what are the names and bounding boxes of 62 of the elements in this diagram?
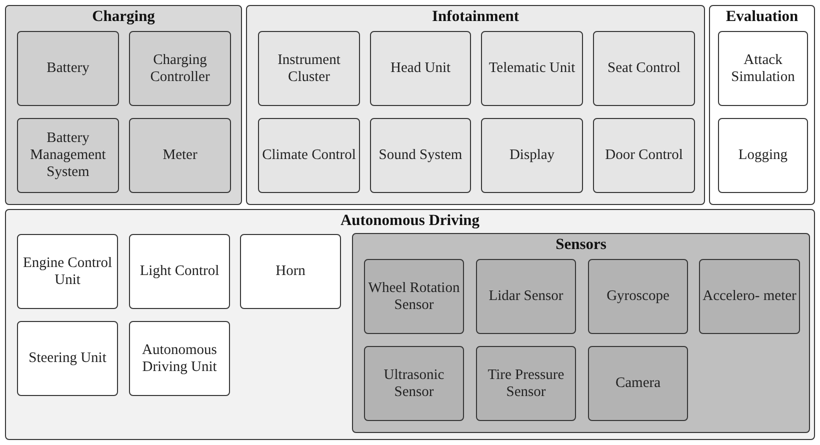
component-label: Meter [162,147,198,164]
component-label: Battery Management System [29,130,107,181]
component-box [699,259,800,334]
component-box [129,118,231,193]
component-box [364,346,464,421]
component-box [593,118,695,193]
component-label: Tire Pressure Sensor [486,366,566,400]
component-label: Accelero- meter [702,288,796,305]
component-box [588,259,688,334]
component-box [17,321,118,396]
group-panel [709,5,815,205]
component-label: Camera [615,375,661,392]
component-label: Logging [738,147,788,164]
component-label: Wheel Rotation Sensor [367,280,461,314]
group-title: Charging [91,8,156,26]
component-box [258,118,360,193]
component-label: Ultrasonic Sensor [382,366,446,400]
component-box [364,259,464,334]
component-box [593,31,695,106]
component-label: Engine Control Unit [22,254,113,288]
component-box [129,321,230,396]
component-box [370,31,471,106]
group-title: Sensors [554,236,608,254]
component-box [17,31,119,106]
component-label: Autonomous Driving Unit [141,342,218,376]
component-label: Light Control [140,263,220,280]
component-box [17,118,119,193]
component-label: Steering Unit [28,350,106,367]
component-box [718,31,808,106]
group-title: Autonomous Driving [339,212,481,230]
component-box [476,346,576,421]
component-box [481,31,583,106]
group-panel [246,5,705,205]
component-label: Gyroscope [606,288,670,305]
group-title: Evaluation [724,8,800,26]
component-label: Display [509,147,555,164]
component-box [258,31,360,106]
component-label: Climate Control [262,147,356,164]
group-panel [352,233,810,433]
component-box [17,234,118,309]
component-box [370,118,471,193]
component-label: Instrument Cluster [276,52,342,86]
component-label: Telematic Unit [488,60,576,77]
component-label: Head Unit [390,60,450,77]
component-label: Attack Simulation [730,52,796,86]
component-label: Seat Control [608,60,680,77]
component-label: Horn [276,263,306,280]
component-box [476,259,576,334]
component-box [481,118,583,193]
component-box [588,346,688,421]
component-box [240,234,341,309]
component-label: Battery [46,60,90,77]
group-panel [5,5,242,205]
component-box [718,118,808,193]
component-box [129,31,231,106]
component-label: Sound System [378,147,462,164]
component-label: Charging Controller [149,52,211,86]
component-label: Door Control [605,147,683,164]
group-title: Infotainment [431,8,520,26]
component-box [129,234,230,309]
group-panel [5,209,815,440]
component-label: Lidar Sensor [488,288,564,305]
